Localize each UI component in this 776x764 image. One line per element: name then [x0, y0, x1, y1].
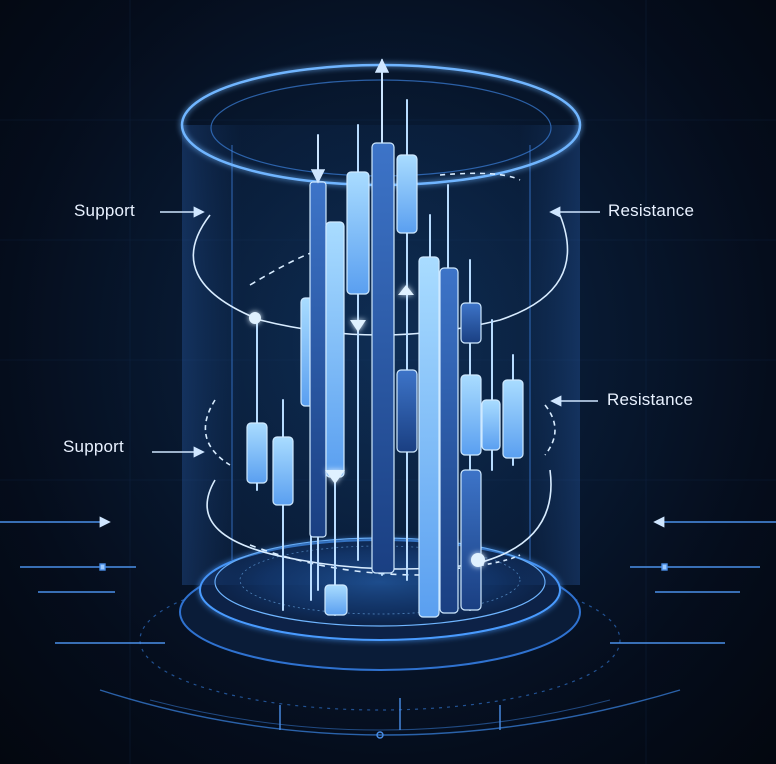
support-label-upper: Support	[74, 201, 135, 220]
candle-4	[309, 181, 327, 538]
candle-6	[324, 584, 348, 616]
candle-1	[246, 422, 268, 484]
candle-9	[396, 154, 418, 234]
marker-node-lower	[471, 553, 485, 567]
marker-down-triangle-2	[325, 470, 345, 484]
candle-8	[371, 142, 395, 574]
side-rails	[0, 516, 776, 739]
candle-12	[439, 267, 459, 614]
price-arrows	[310, 58, 390, 184]
resistance-label-upper: Resistance	[608, 201, 695, 220]
candle-17	[502, 379, 524, 459]
candle-2	[272, 436, 294, 506]
candle-5	[325, 221, 345, 478]
support-label-lower: Support	[63, 437, 124, 456]
candle-14	[460, 374, 482, 456]
resistance-label-lower: Resistance	[607, 390, 694, 409]
marker-up-triangle	[398, 285, 414, 295]
label-pointers	[152, 206, 600, 458]
candle-bodies	[246, 142, 524, 618]
candle-13	[460, 302, 482, 344]
candle-11	[418, 256, 440, 618]
candle-7	[346, 171, 370, 295]
level-markers	[249, 285, 485, 567]
marker-node-upper	[249, 312, 261, 324]
marker-down-triangle-1	[350, 320, 366, 332]
candle-10	[396, 369, 418, 453]
candle-16	[481, 399, 501, 451]
candle-15	[460, 469, 482, 611]
